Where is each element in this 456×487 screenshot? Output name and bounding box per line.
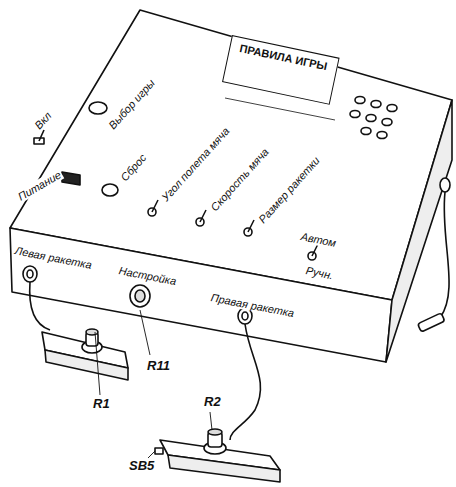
callout-number: R2 <box>203 395 222 409</box>
speaker-holes <box>350 97 397 139</box>
console-top <box>10 10 452 300</box>
console-side <box>386 100 452 362</box>
tuning-knob <box>130 285 150 355</box>
left-cable <box>30 282 50 330</box>
select-button <box>89 102 107 114</box>
callout-number: R11 <box>146 359 171 373</box>
toggle-switches <box>148 200 318 260</box>
callout-number: SB5 <box>128 459 155 473</box>
square-button <box>62 172 80 185</box>
right-cable <box>230 324 260 440</box>
right-paddle <box>148 412 280 482</box>
tv-cable <box>418 178 450 332</box>
left-paddle <box>42 329 128 395</box>
plate-title: ПРАВИЛА ИГРЫ <box>235 41 331 73</box>
switch-label: Вкл <box>32 109 55 133</box>
reset-button <box>102 184 118 196</box>
callout-number: R1 <box>92 397 111 411</box>
